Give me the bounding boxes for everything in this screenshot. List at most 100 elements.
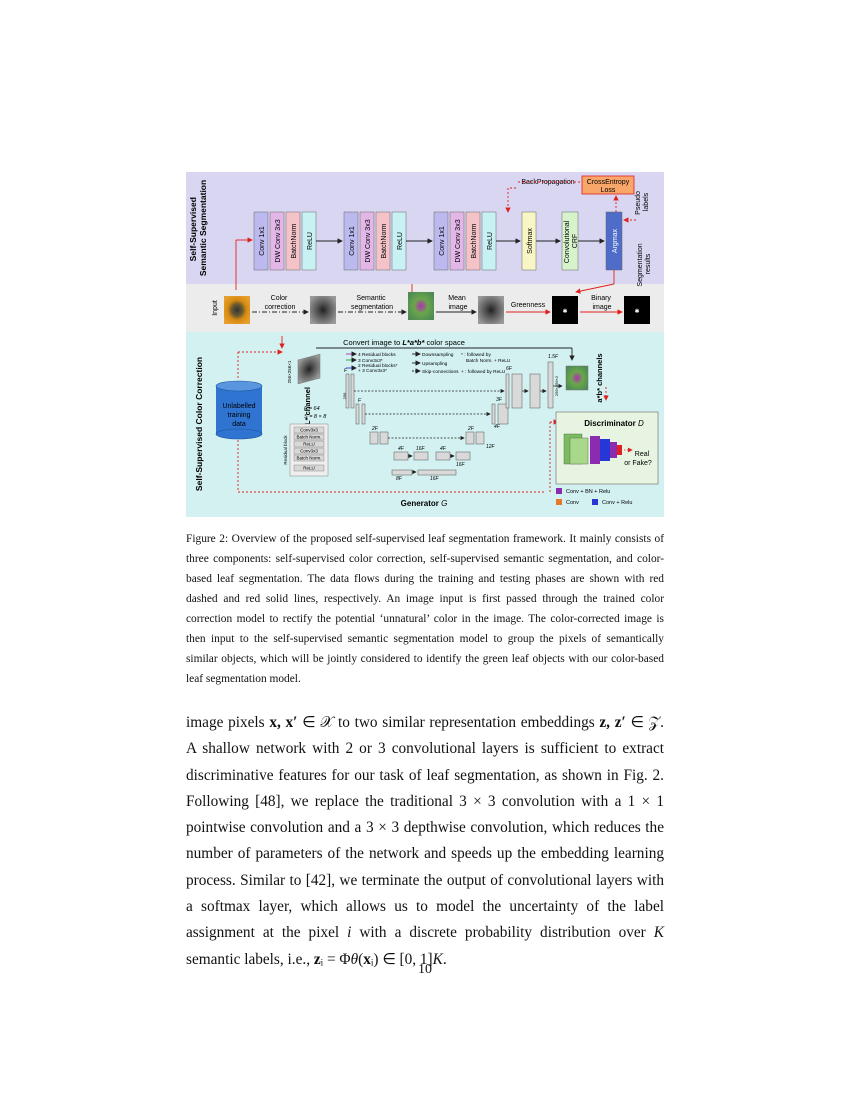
svg-text:Downsampling: Downsampling (422, 352, 454, 358)
svg-text:* : followed by: * : followed by (461, 352, 491, 358)
discriminator-box: Discriminator D Real or Fake? (555, 411, 659, 485)
svg-text:+ 3 Conv3x3*: + 3 Conv3x3* (358, 368, 387, 374)
body-paragraph: image pixels x, x′ ∈ 𝒳 to two similar re… (186, 714, 664, 968)
svg-text:✱: ✱ (634, 308, 639, 315)
binary-image-label: Binary image (591, 295, 613, 311)
residual-block-detail: Conv3x3 Batch Norm. ReLU Conv3x3 Batch N… (283, 423, 329, 477)
svg-text:Discriminator D: Discriminator D (584, 419, 644, 428)
svg-text:256: 256 (342, 392, 347, 399)
svg-text:4F: 4F (398, 446, 405, 452)
svg-text:Conv + Relu: Conv + Relu (602, 500, 632, 506)
svg-text:Conv: Conv (566, 500, 579, 506)
svg-text:ReLU: ReLU (303, 442, 315, 447)
svg-text:2 Residual blocks*: 2 Residual blocks* (358, 363, 398, 369)
svg-text:ReLU: ReLU (303, 466, 315, 471)
conv-block-3: Conv 1x1 DW Conv 3x3 BatchNorm ReLU (433, 211, 497, 271)
svg-text:Real: Real (635, 451, 650, 458)
conv-block-1: Conv 1x1 DW Conv 3x3 BatchNorm ReLU (253, 211, 317, 271)
pseudo-labels-label: Pseudo labels (635, 189, 650, 215)
mean-image (478, 296, 504, 324)
greenness-image: ✱ (552, 296, 578, 324)
mean-image-label: Mean image (448, 295, 467, 311)
caption-text: Overview of the proposed self-supervised… (186, 533, 664, 685)
svg-text:Conv 1x1: Conv 1x1 (439, 226, 446, 256)
input-image (224, 296, 250, 324)
svg-text:Softmax: Softmax (527, 228, 534, 254)
conv-block-2: Conv 1x1 DW Conv 3x3 BatchNorm ReLU (343, 211, 407, 271)
svg-text:3 Conv3x3*: 3 Conv3x3* (358, 358, 383, 364)
svg-text:Batch Norm. + ReLU: Batch Norm. + ReLU (466, 358, 511, 364)
svg-text:12F: 12F (486, 444, 496, 450)
framework-figure: Self-Supervised Semantic Segmentation In… (186, 172, 664, 517)
svg-text:Upsampling: Upsampling (422, 361, 448, 367)
svg-text:Conv 1x1: Conv 1x1 (259, 226, 266, 256)
semantic-segmentation-label: Semantic segmentation (351, 295, 393, 311)
backprop-label: BackPropagation (521, 179, 574, 186)
svg-text:Conv3x3: Conv3x3 (300, 449, 318, 454)
svg-text:Convolutional CRF: Convolutional CRF (564, 219, 579, 263)
feature-labels: F F 2F 2F 4F 4F 8F 16F 16F 16F 12F 6F 4F… (344, 354, 559, 482)
ab-channels-label: a*b* channels (595, 353, 604, 402)
svg-text:Skip-connections: Skip-connections (422, 369, 459, 375)
ab-channels-image (565, 365, 589, 391)
svg-text:BatchNorm: BatchNorm (471, 223, 478, 258)
generator-legend: 4 Residual blocks 3 Conv3x3* 2 Residual … (346, 351, 511, 375)
discriminator-legend: Conv + BN + Relu Conv Conv + Relu (556, 488, 632, 506)
svg-text:ReLU: ReLU (307, 232, 314, 250)
svg-text:16F: 16F (456, 462, 466, 468)
greenness-label: Greenness (511, 302, 546, 309)
svg-text:Batch Norm.: Batch Norm. (296, 456, 321, 461)
svg-text:DW Conv 3x3: DW Conv 3x3 (455, 219, 462, 262)
color-corrected-image (310, 296, 336, 324)
svg-text:Batch Norm.: Batch Norm. (296, 435, 321, 440)
svg-text:Residual block: Residual block (283, 435, 288, 465)
svg-text:6F: 6F (506, 366, 513, 372)
svg-text:4F: 4F (494, 424, 501, 430)
color-correction-label: Color correction (265, 295, 296, 311)
svg-text:256×256×2: 256×256×2 (554, 375, 559, 396)
svg-text:Unlabelled: Unlabelled (222, 403, 255, 410)
svg-text:✱: ✱ (562, 308, 567, 315)
svg-text:4F: 4F (440, 446, 447, 452)
svg-text:16F: 16F (416, 446, 426, 452)
svg-text:Conv + BN + Relu: Conv + BN + Relu (566, 489, 610, 495)
generator-unet (345, 361, 554, 476)
softmax-block: Softmax (521, 211, 537, 271)
svg-text:training: training (228, 412, 251, 419)
svg-text:256×256×1: 256×256×1 (287, 360, 292, 383)
svg-text:BatchNorm: BatchNorm (381, 223, 388, 258)
svg-text:2F: 2F (467, 426, 475, 432)
unlabelled-data-cylinder: Unlabelled training data (215, 380, 263, 440)
l-channel-image (297, 353, 321, 385)
generator-label: Generator G (401, 499, 448, 508)
svg-text:Argmax: Argmax (612, 228, 619, 253)
svg-text:Conv 1x1: Conv 1x1 (349, 226, 356, 256)
svg-text:DW Conv 3x3: DW Conv 3x3 (365, 219, 372, 262)
bottom-section-label: Self-Supervised Color Correction (194, 357, 204, 491)
svg-text:Conv3x3: Conv3x3 (300, 428, 318, 433)
segmented-image (408, 292, 434, 320)
svg-text:S = 8 × 8: S = 8 × 8 (304, 414, 327, 420)
crf-block: Convolutional CRF (561, 211, 579, 271)
convert-label: Convert image to L*a*b* color space (343, 338, 465, 347)
binary-image: ✱ (624, 296, 650, 324)
svg-text:1.5F: 1.5F (548, 354, 559, 360)
crossentropy-box: CrossEntropy Loss (581, 175, 635, 195)
figure-caption: Figure 2: Overview of the proposed self-… (186, 529, 664, 689)
svg-text:DW Conv 3x3: DW Conv 3x3 (275, 219, 282, 262)
svg-text:F = 64: F = 64 (304, 406, 320, 412)
svg-text:or Fake?: or Fake? (624, 460, 652, 467)
l-channel-label: L* channel (303, 387, 312, 425)
svg-text:2F: 2F (371, 426, 379, 432)
svg-text:F: F (344, 368, 348, 374)
svg-text:ReLU: ReLU (487, 232, 494, 250)
svg-text:Loss: Loss (601, 187, 616, 194)
svg-text:ReLU: ReLU (397, 232, 404, 250)
segmentation-results-label: Segmentation results (637, 241, 652, 286)
svg-text:8F: 8F (396, 476, 403, 482)
svg-text:+ : followed by ReLU: + : followed by ReLU (461, 369, 506, 375)
svg-text:4 Residual blocks: 4 Residual blocks (358, 352, 396, 358)
page-number: 10 (418, 962, 432, 977)
svg-text:CrossEntropy: CrossEntropy (587, 179, 630, 186)
input-label: Input (212, 300, 219, 316)
